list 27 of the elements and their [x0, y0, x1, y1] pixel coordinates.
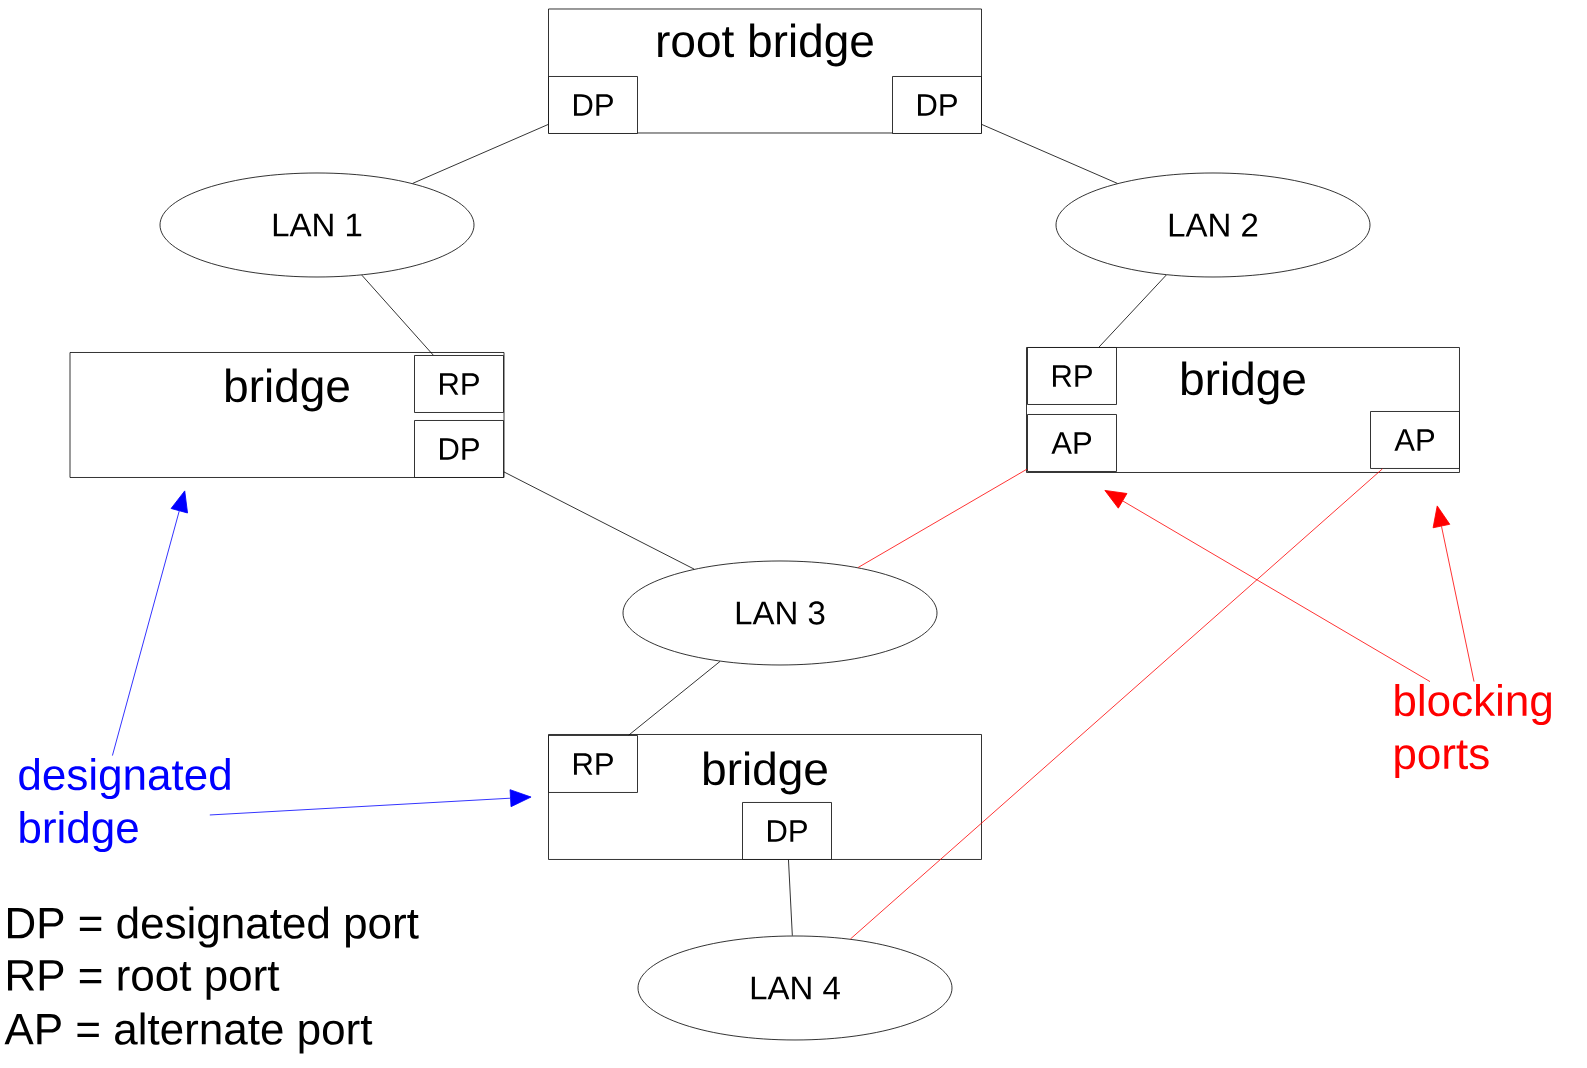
legend-text: RP = root port	[8, 960, 280, 1000]
connector-line	[788, 859, 793, 936]
port-box: DP	[892, 76, 982, 134]
connector-line	[503, 471, 695, 570]
connector-line	[1098, 274, 1167, 348]
port-box: AP	[1370, 411, 1460, 469]
legend-text: AP = alternate port	[4, 1012, 373, 1054]
annotation-text: blocking ports	[1395, 684, 1551, 778]
annotation-text: designated bridge	[19, 758, 230, 852]
arrow	[209, 789, 532, 816]
port-box: RP	[548, 735, 638, 793]
connector-line	[981, 124, 1118, 184]
legend-text: DP = designated port	[8, 906, 419, 948]
port-box: RP	[414, 355, 504, 413]
arrow	[1104, 490, 1431, 682]
port-box: RP	[1027, 347, 1117, 405]
arrow	[1432, 505, 1475, 682]
connector-line	[412, 124, 549, 184]
arrow	[112, 490, 188, 756]
connector-line	[850, 468, 1383, 940]
port-box: DP	[414, 420, 504, 478]
port-box: AP	[1027, 414, 1117, 472]
connector-line	[628, 661, 721, 736]
port-box: DP	[548, 76, 638, 134]
port-box: DP	[742, 802, 832, 860]
connector-line	[857, 468, 1028, 568]
connector-line	[361, 274, 434, 356]
